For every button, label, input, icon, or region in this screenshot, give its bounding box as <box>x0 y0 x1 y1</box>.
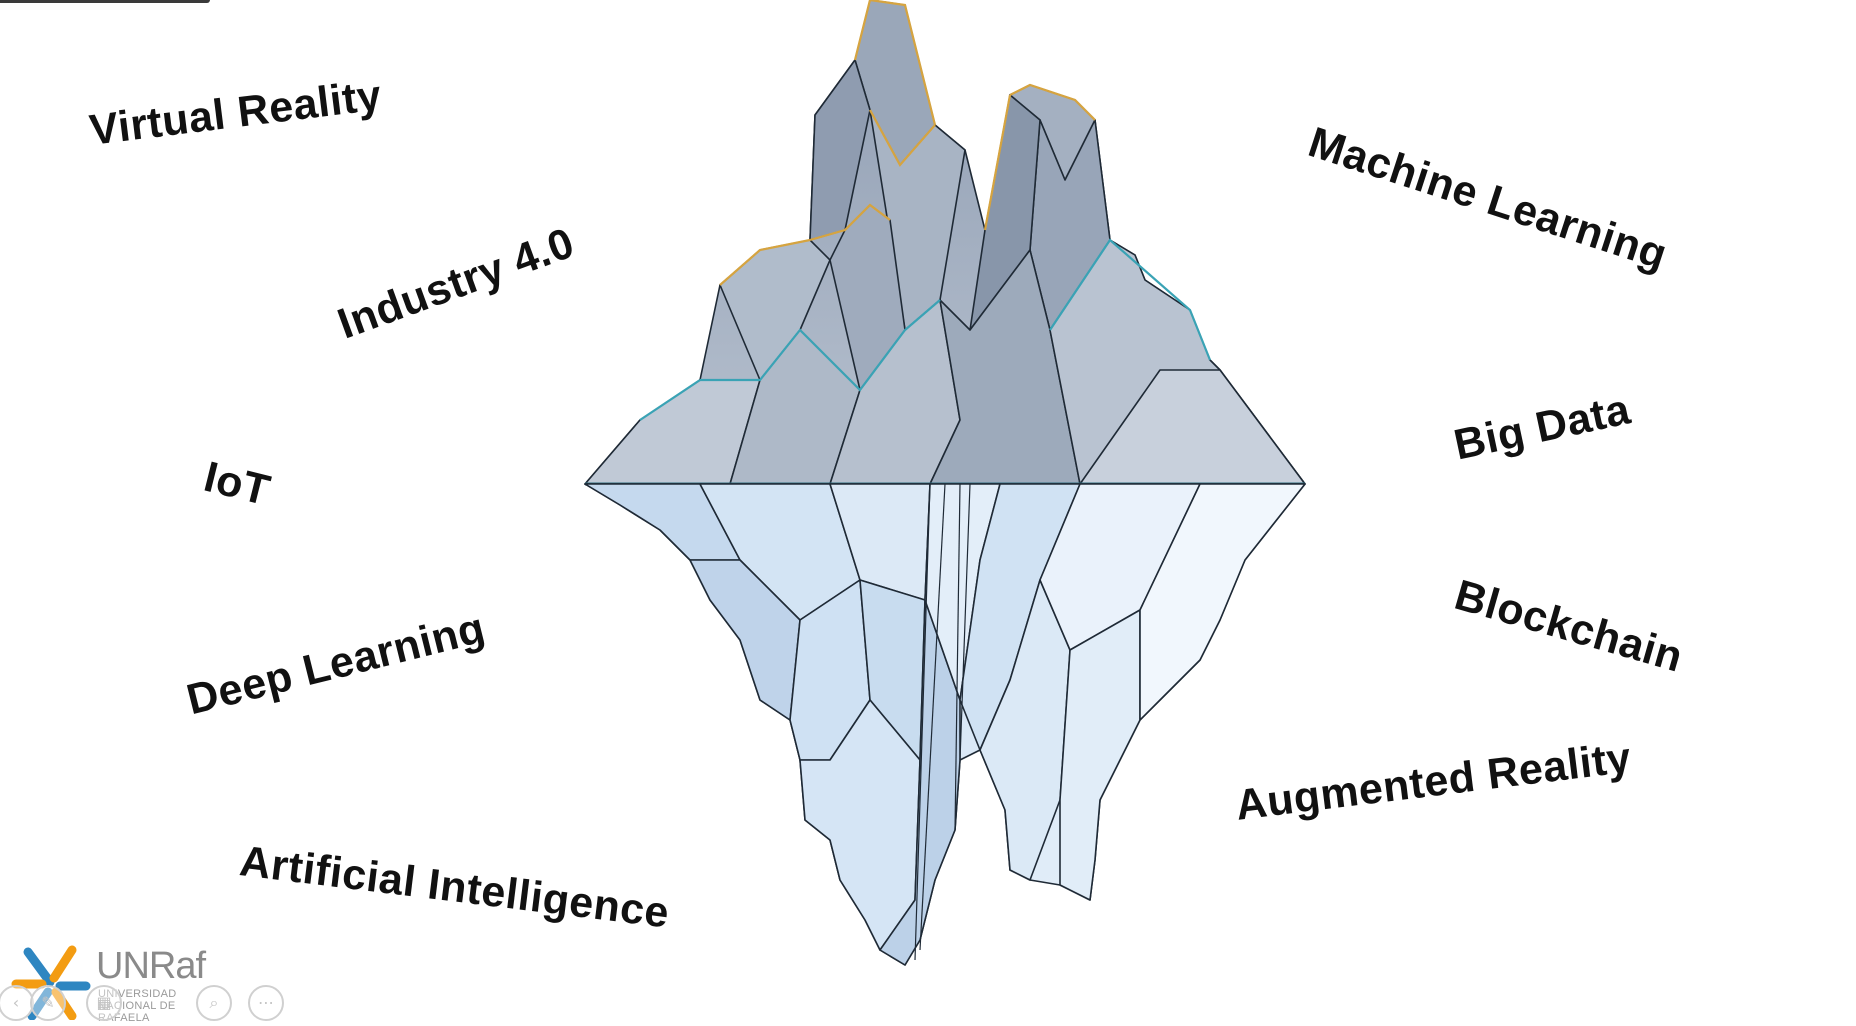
logo-name: UNRaf <box>96 945 206 987</box>
more-icon[interactable]: ⋯ <box>248 985 284 1021</box>
top-bar-edge <box>0 0 210 3</box>
slides-icon[interactable]: ▦ <box>86 985 122 1021</box>
zoom-icon[interactable]: ⌕ <box>196 985 232 1021</box>
previous-icon[interactable]: ‹ <box>0 985 34 1021</box>
pen-icon[interactable]: ✎ <box>30 985 66 1021</box>
iceberg-top <box>584 0 1306 485</box>
iceberg-bottom <box>584 483 1306 966</box>
